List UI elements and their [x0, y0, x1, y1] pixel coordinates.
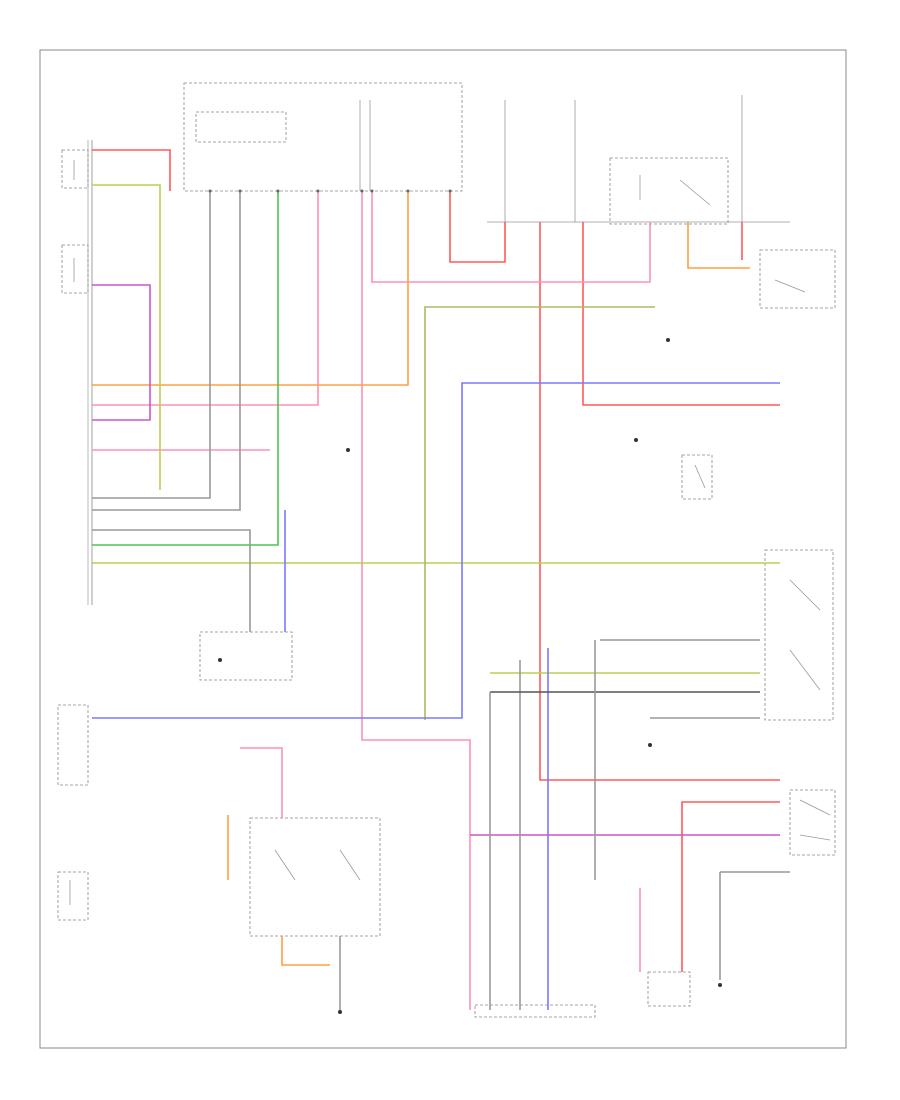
ground-symbols — [218, 338, 722, 1014]
top-right-relays — [487, 95, 790, 225]
right-components — [681, 249, 836, 856]
transmission-control-module-top — [183, 82, 463, 192]
wires — [92, 149, 790, 1010]
left-sensor-connectors — [61, 149, 89, 294]
bottom-left-components — [57, 631, 691, 1018]
main-connector-pins — [87, 140, 93, 605]
module-terminal-pins — [208, 189, 452, 193]
diagram-border — [39, 49, 847, 1049]
